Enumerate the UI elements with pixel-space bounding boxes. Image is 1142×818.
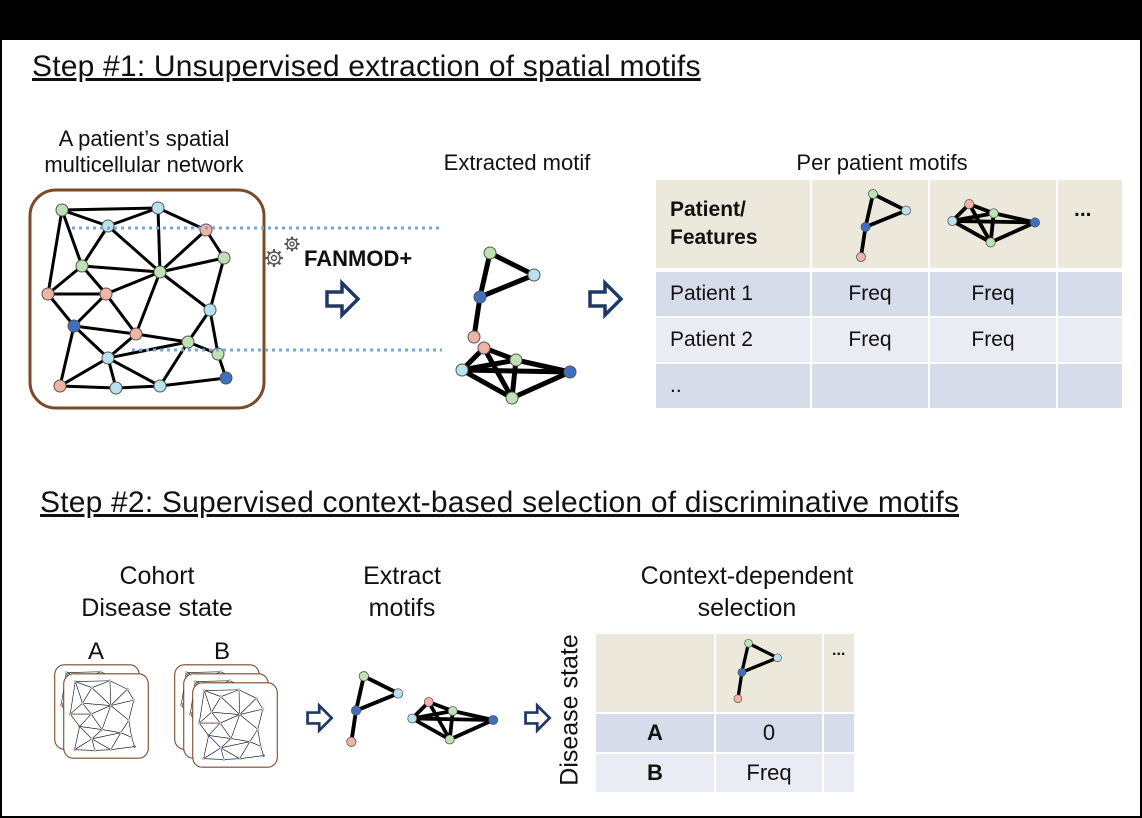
selection-label: Context-dependent selection <box>612 560 882 624</box>
network-label-line1: A patient’s spatial <box>58 126 230 151</box>
sel-row-empty <box>824 754 854 792</box>
table-header-motif2 <box>930 180 1056 268</box>
table-header-patient: Patient/Features <box>656 180 810 268</box>
table-cell: Freq <box>812 318 928 362</box>
motif-1 <box>467 246 541 344</box>
disease-state-axis-label: Disease state <box>555 634 584 786</box>
sel-row-value: 0 <box>716 714 822 752</box>
dotted-guide-lines <box>72 226 442 352</box>
table-row-label: .. <box>656 364 810 408</box>
table-cell: Freq <box>930 318 1056 362</box>
arrow-icon <box>588 278 624 320</box>
gear-icon <box>265 236 300 267</box>
extract-line2: motifs <box>368 594 436 622</box>
arrow-icon <box>325 278 361 320</box>
table-cell: Freq <box>930 272 1056 316</box>
selection-line2: selection <box>697 594 797 622</box>
selection-line1: Context-dependent <box>640 562 854 590</box>
sel-header-empty <box>596 634 714 712</box>
patient-network <box>28 188 266 410</box>
motif-1-step2 <box>346 671 404 747</box>
sel-header-motif <box>716 634 822 712</box>
table-header-more: ... <box>1058 180 1122 268</box>
figure-panel: Step #1: Unsupervised extraction of spat… <box>2 40 1140 816</box>
step2-heading: Step #2: Supervised context-based select… <box>40 486 960 519</box>
group-b-label: B <box>214 638 231 665</box>
table-cell-empty <box>1058 272 1122 316</box>
arrow-icon <box>524 702 552 734</box>
step1-heading: Step #1: Unsupervised extraction of spat… <box>32 50 701 83</box>
header-line1: Patient/ <box>670 198 746 221</box>
header-line2: Features <box>670 226 758 249</box>
cohort-label: Cohort Disease state <box>42 560 272 624</box>
table-cell <box>812 364 928 408</box>
sel-row-label: A <box>596 714 714 752</box>
mini-network <box>192 682 278 768</box>
table-cell: Freq <box>812 272 928 316</box>
mini-network <box>63 673 149 759</box>
motif-2 <box>455 341 577 405</box>
network-label-line2: multicellular network <box>44 152 244 177</box>
cohort-line2: Disease state <box>81 594 233 622</box>
sel-row-label: B <box>596 754 714 792</box>
extracted-motif-label: Extracted motif <box>443 150 591 175</box>
sel-header-more: ... <box>824 634 854 712</box>
table-row-label: Patient 1 <box>656 272 810 316</box>
per-patient-table-title: Per patient motifs <box>796 150 968 175</box>
network-label: A patient’s spatial multicellular networ… <box>24 126 264 178</box>
table-row-label: Patient 2 <box>656 318 810 362</box>
motif-2-thumb <box>947 199 1040 248</box>
cohort-line1: Cohort <box>119 562 195 590</box>
fanmod-label: FANMOD+ <box>304 246 413 271</box>
table-cell <box>930 364 1056 408</box>
table-cell-empty <box>1058 318 1122 362</box>
group-a-label: A <box>88 638 105 665</box>
extract-motifs-label: Extract motifs <box>332 560 472 624</box>
table-cell-empty <box>1058 364 1122 408</box>
arrow-icon <box>306 702 334 734</box>
extract-line1: Extract <box>363 562 441 590</box>
motif-1-thumb <box>856 189 911 262</box>
sel-row-value: Freq <box>716 754 822 792</box>
table-header-motif1 <box>812 180 928 268</box>
motif-2-step2 <box>407 697 499 745</box>
motif-1-thumb <box>733 638 782 704</box>
sel-row-empty <box>824 714 854 752</box>
